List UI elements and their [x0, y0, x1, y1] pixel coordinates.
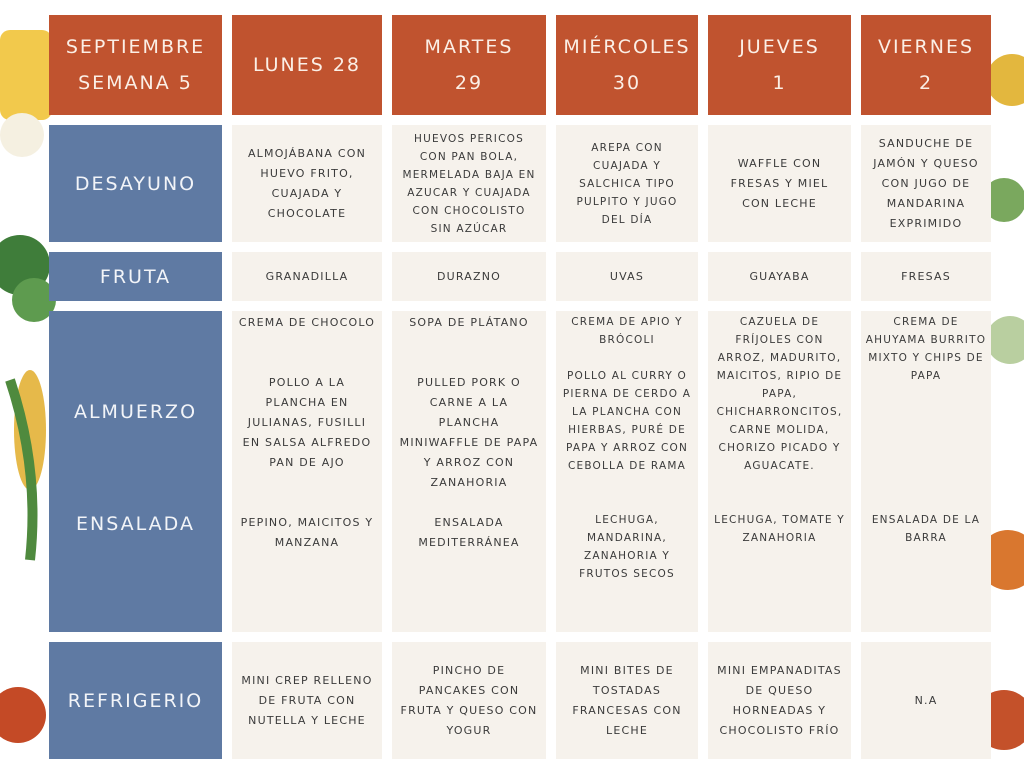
- fruta-jueves: GUAYABA: [708, 252, 851, 301]
- almuerzo-plato: CAZUELA DE FRÍJOLES CON ARROZ, MADURITO,…: [716, 316, 843, 472]
- almuerzo-plato: POLLO A LA PLANCHA EN JULIANAS, FUSILLI …: [242, 376, 372, 469]
- almuerzo-jueves: CAZUELA DE FRÍJOLES CON ARROZ, MADURITO,…: [708, 311, 851, 632]
- refrigerio-jueves: MINI EMPANADITAS DE QUESO HORNEADAS Y CH…: [708, 642, 851, 759]
- desayuno-martes: HUEVOS PERICOS CON PAN BOLA, MERMELADA B…: [392, 125, 546, 242]
- row-label-refrigerio: REFRIGERIO: [49, 642, 222, 759]
- day-label: VIERNES: [877, 36, 975, 58]
- almuerzo-ensalada: ENSALADA MEDITERRÁNEA: [418, 516, 520, 549]
- almuerzo-lunes: CREMA DE CHOCOLO POLLO A LA PLANCHA EN J…: [232, 311, 382, 632]
- week-label: SEMANA 5: [78, 72, 193, 94]
- almuerzo-plato: PULLED PORK O CARNE A LA PLANCHA MINIWAF…: [399, 376, 539, 489]
- almuerzo-miercoles: CREMA DE APIO Y BRÓCOLI POLLO AL CURRY O…: [556, 311, 698, 632]
- month-label: SEPTIEMBRE: [65, 36, 206, 58]
- day-header-lunes: LUNES 28: [232, 15, 382, 115]
- vegetables-left-illustration: [0, 30, 56, 743]
- week-header: SEPTIEMBRE SEMANA 5: [49, 15, 222, 115]
- fruta-lunes: GRANADILLA: [232, 252, 382, 301]
- desayuno-jueves: WAFFLE CON FRESAS Y MIEL CON LECHE: [708, 125, 851, 242]
- almuerzo-ensalada: PEPINO, MAICITOS Y MANZANA: [240, 516, 374, 549]
- fruta-martes: DURAZNO: [392, 252, 546, 301]
- almuerzo-sopa: SOPA DE PLÁTANO: [409, 316, 529, 329]
- vegetables-right-illustration: [984, 54, 1024, 750]
- day-number: 2: [918, 72, 934, 94]
- refrigerio-miercoles: MINI BITES DE TOSTADAS FRANCESAS CON LEC…: [556, 642, 698, 759]
- refrigerio-lunes: MINI CREP RELLENO DE FRUTA CON NUTELLA Y…: [232, 642, 382, 759]
- fruta-viernes: FRESAS: [861, 252, 991, 301]
- almuerzo-plato: CREMA DE AHUYAMA BURRITO MIXTO Y CHIPS D…: [865, 316, 987, 382]
- row-label-almuerzo-ensalada: ALMUERZO ENSALADA: [49, 311, 222, 632]
- refrigerio-viernes: N.A: [861, 642, 991, 759]
- almuerzo-ensalada: LECHUGA, TOMATE Y ZANAHORIA: [714, 514, 845, 544]
- almuerzo-sopa: CREMA DE CHOCOLO: [238, 316, 376, 329]
- almuerzo-sopa: CREMA DE APIO Y BRÓCOLI: [571, 316, 683, 346]
- day-label: MIÉRCOLES: [563, 36, 691, 58]
- day-number: 30: [612, 72, 642, 94]
- almuerzo-ensalada: LECHUGA, MANDARINA, ZANAHORIA Y FRUTOS S…: [579, 514, 675, 580]
- almuerzo-ensalada: ENSALADA DE LA BARRA: [871, 514, 981, 544]
- desayuno-miercoles: AREPA CON CUAJADA Y SALCHICA TIPO PULPIT…: [556, 125, 698, 242]
- almuerzo-martes: SOPA DE PLÁTANO PULLED PORK O CARNE A LA…: [392, 311, 546, 632]
- row-label-almuerzo: ALMUERZO: [73, 401, 198, 423]
- refrigerio-martes: PINCHO DE PANCAKES CON FRUTA Y QUESO CON…: [392, 642, 546, 759]
- day-header-viernes: VIERNES 2: [861, 15, 991, 115]
- day-number: 29: [454, 72, 484, 94]
- row-label-ensalada: ENSALADA: [76, 513, 195, 535]
- almuerzo-viernes: CREMA DE AHUYAMA BURRITO MIXTO Y CHIPS D…: [861, 311, 991, 632]
- almuerzo-plato: POLLO AL CURRY O PIERNA DE CERDO A LA PL…: [562, 370, 692, 472]
- desayuno-lunes: ALMOJÁBANA CON HUEVO FRITO, CUAJADA Y CH…: [232, 125, 382, 242]
- day-header-miercoles: MIÉRCOLES 30: [556, 15, 698, 115]
- day-number: 1: [772, 72, 787, 94]
- day-header-martes: MARTES 29: [392, 15, 546, 115]
- row-label-desayuno: DESAYUNO: [49, 125, 222, 242]
- day-label: JUEVES: [739, 36, 820, 58]
- fruta-miercoles: UVAS: [556, 252, 698, 301]
- row-label-fruta: FRUTA: [49, 252, 222, 301]
- day-label: MARTES: [424, 36, 514, 58]
- day-header-jueves: JUEVES 1: [708, 15, 851, 115]
- desayuno-viernes: SANDUCHE DE JAMÓN Y QUESO CON JUGO DE MA…: [861, 125, 991, 242]
- day-label: LUNES 28: [252, 54, 362, 76]
